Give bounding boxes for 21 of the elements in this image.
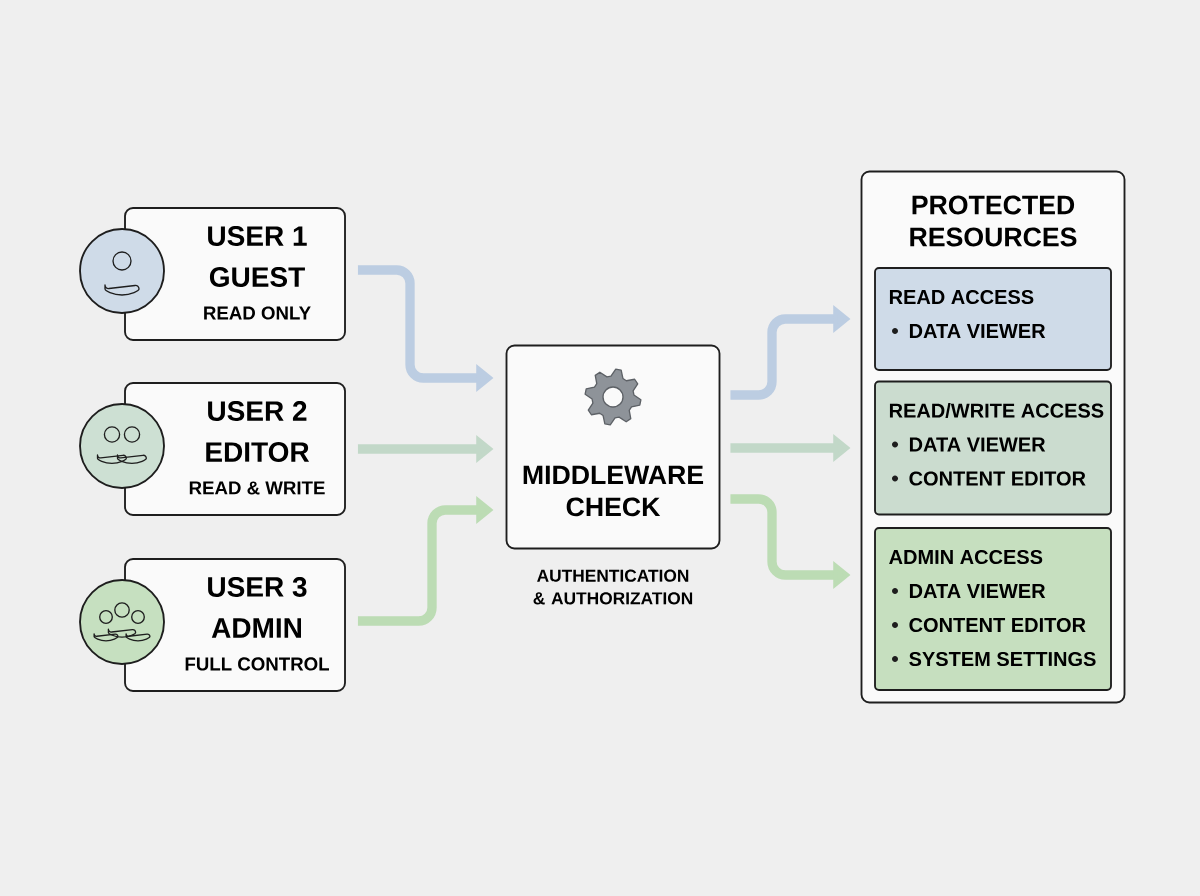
access-title: READ/WRITE ACCESS [889,403,1104,418]
bullet-item: DATA VIEWER [892,584,1046,598]
bullet-item: DATA VIEWER [892,324,1046,338]
panel-title: PROTECTED RESOURCES [910,195,1077,247]
permission-text: READ ONLY [204,306,311,320]
bullet-item: CONTENT EDITOR [892,471,1086,486]
bullet-item: CONTENT EDITOR [892,617,1086,633]
access-title: READ ACCESS [889,289,1034,305]
user-name: USER 3 [208,577,307,597]
caption-text: AUTHENTICATION & AUTHORIZATION [533,569,693,605]
permission-text: READ & WRITE [189,481,325,495]
role-name: ADMIN [211,618,301,638]
bullet-item: DATA VIEWER [892,437,1046,452]
user-name: USER 1 [208,226,307,246]
role-name: EDITOR [206,442,310,462]
user-name: USER 2 [208,401,307,421]
permission-text: FULL CONTROL [185,657,329,671]
role-name: GUEST [209,267,305,287]
bullet-item: SYSTEM SETTINGS [892,651,1096,667]
box-title: MIDDLEWARE CHECK [523,465,704,517]
access-title: ADMIN ACCESS [889,549,1043,565]
